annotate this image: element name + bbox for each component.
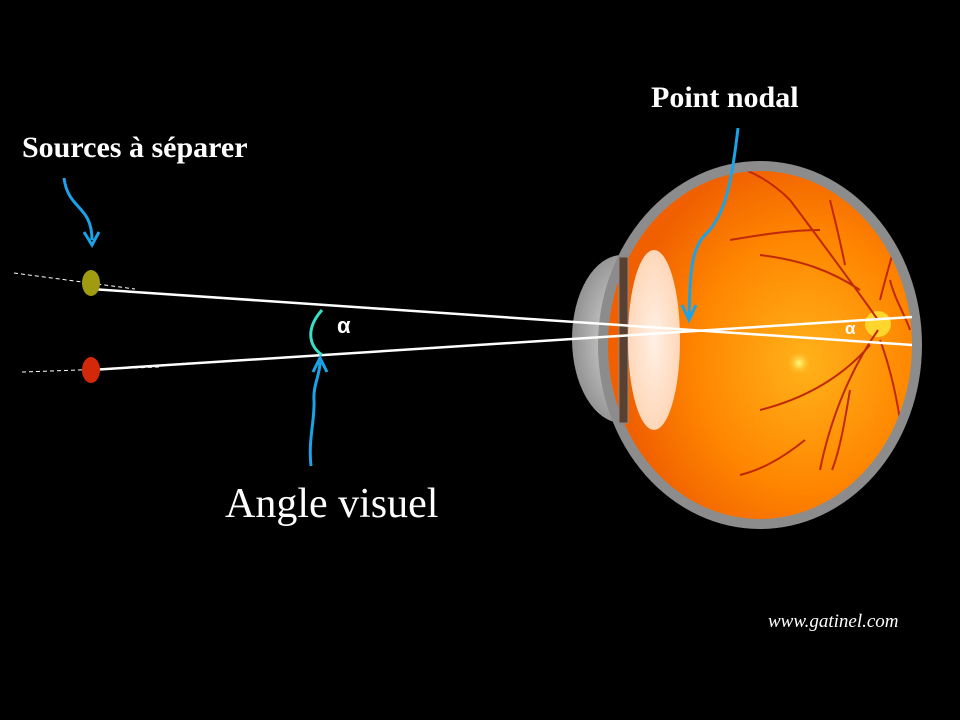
angle-arc	[309, 309, 324, 357]
lens-icon	[628, 250, 680, 430]
ray-extension-top	[13, 272, 136, 290]
source-bottom	[82, 357, 100, 383]
ray-bottom	[90, 315, 913, 372]
website-link[interactable]: www.gatinel.com	[768, 611, 899, 632]
arrow-visual-angle	[308, 354, 329, 467]
alpha-object-label: α	[337, 313, 351, 338]
ray-top	[90, 287, 913, 347]
nodal-point-label: Point nodal	[651, 81, 799, 114]
source-top	[82, 270, 100, 296]
alpha-retina-label: α	[845, 319, 856, 338]
macula	[785, 349, 813, 377]
optic-disc	[865, 311, 891, 337]
arrow-sources	[62, 177, 101, 249]
eye-icon	[572, 161, 922, 529]
arrow-nodal-point	[680, 127, 740, 324]
retinal-vessels	[729, 171, 911, 476]
visual-angle-label: Angle visuel	[225, 481, 439, 527]
sources-label: Sources à séparer	[22, 131, 248, 164]
eye-globe	[608, 171, 912, 519]
iris	[618, 256, 629, 424]
